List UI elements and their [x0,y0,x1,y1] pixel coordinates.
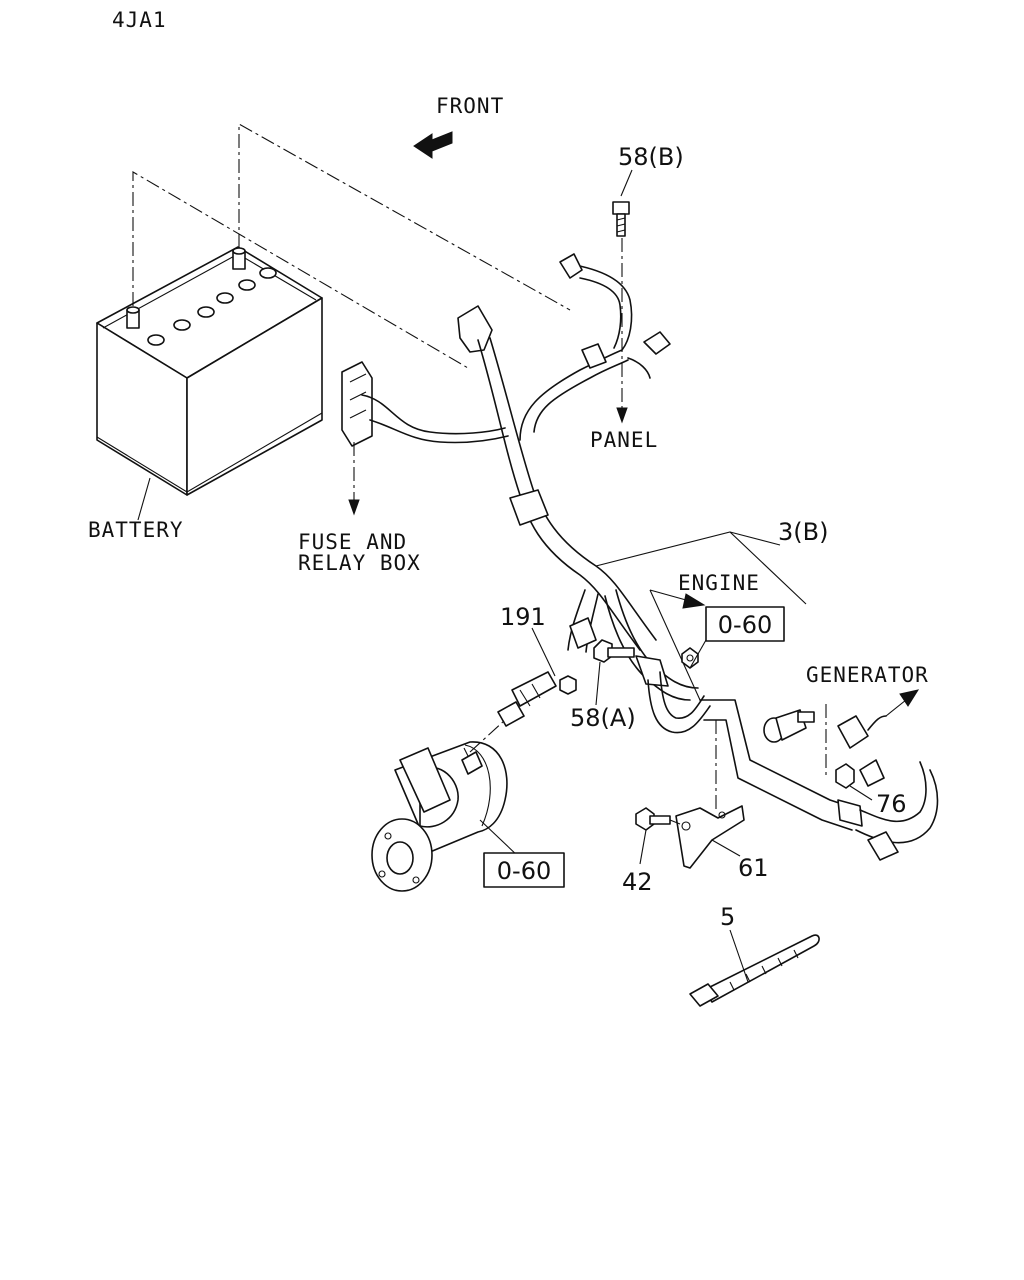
engine-arrow-icon [682,593,706,609]
callout-42: 42 [622,868,653,896]
callout-61-leader [711,839,741,857]
nut-icon [681,647,699,669]
generator-label: GENERATOR [806,663,929,687]
starter-motor [371,741,508,892]
callout-5-leader [729,929,749,983]
fuse-box-connector [341,361,509,447]
callout-3b: 3(B) [778,518,828,546]
callout-191: 191 [500,603,546,631]
callout-61: 61 [738,854,769,882]
panel-arrow-icon [616,407,628,424]
generator-arrow-shaft [885,699,907,717]
model-code: 4JA1 [112,8,167,32]
callout-76-leader [849,785,873,801]
positive-terminal-line [238,123,571,311]
battery-leader [137,477,151,521]
fuse-box-label-line2: RELAY BOX [298,551,421,575]
callout-58a: 58(A) [570,704,636,732]
callout-76: 76 [876,790,907,818]
starter-ref-leader [479,819,521,859]
bolt-58b-leader [620,169,633,197]
generator-arrow-icon [899,689,920,707]
bolt-58a-leader [595,661,601,706]
starter-leader [469,719,506,753]
bolt-42-icon [635,807,671,831]
battery-cable-harness [457,253,939,861]
fuse-box-arrow-icon [348,499,360,516]
engine-ref: 0-60 [718,611,772,639]
bolt-42-line [669,819,681,825]
nut-191-icon [559,675,577,695]
negative-terminal-line [132,171,469,369]
panel-label: PANEL [590,428,658,452]
bolt-58a-icon [593,639,635,663]
battery-label: BATTERY [88,518,184,542]
bracket-61 [675,805,745,869]
battery [96,246,323,496]
bolt-58b-icon [612,201,630,237]
starter-ref: 0-60 [497,857,551,885]
callout-191-leader [531,627,556,677]
nut-leader [689,639,707,669]
starter-ref-box [483,852,565,888]
engine-label: ENGINE [678,571,760,595]
front-label: FRONT [436,94,504,118]
engine-arrow-shaft [649,589,687,601]
nut-76-icon [835,763,855,789]
callout-42-leader [639,829,647,865]
engine-ref-box [705,606,785,642]
generator-stud-icon [763,709,815,743]
callout-3b-tick [729,531,781,546]
front-arrow-icon [413,131,453,159]
starter-terminal-connector [497,671,557,727]
callout-58b: 58(B) [618,143,684,171]
generator-connector [837,715,887,787]
callout-5: 5 [720,903,735,931]
fuse-box-label-line1: FUSE AND [298,530,407,554]
engine-leader [649,589,701,701]
cable-tie-5 [689,934,820,1007]
